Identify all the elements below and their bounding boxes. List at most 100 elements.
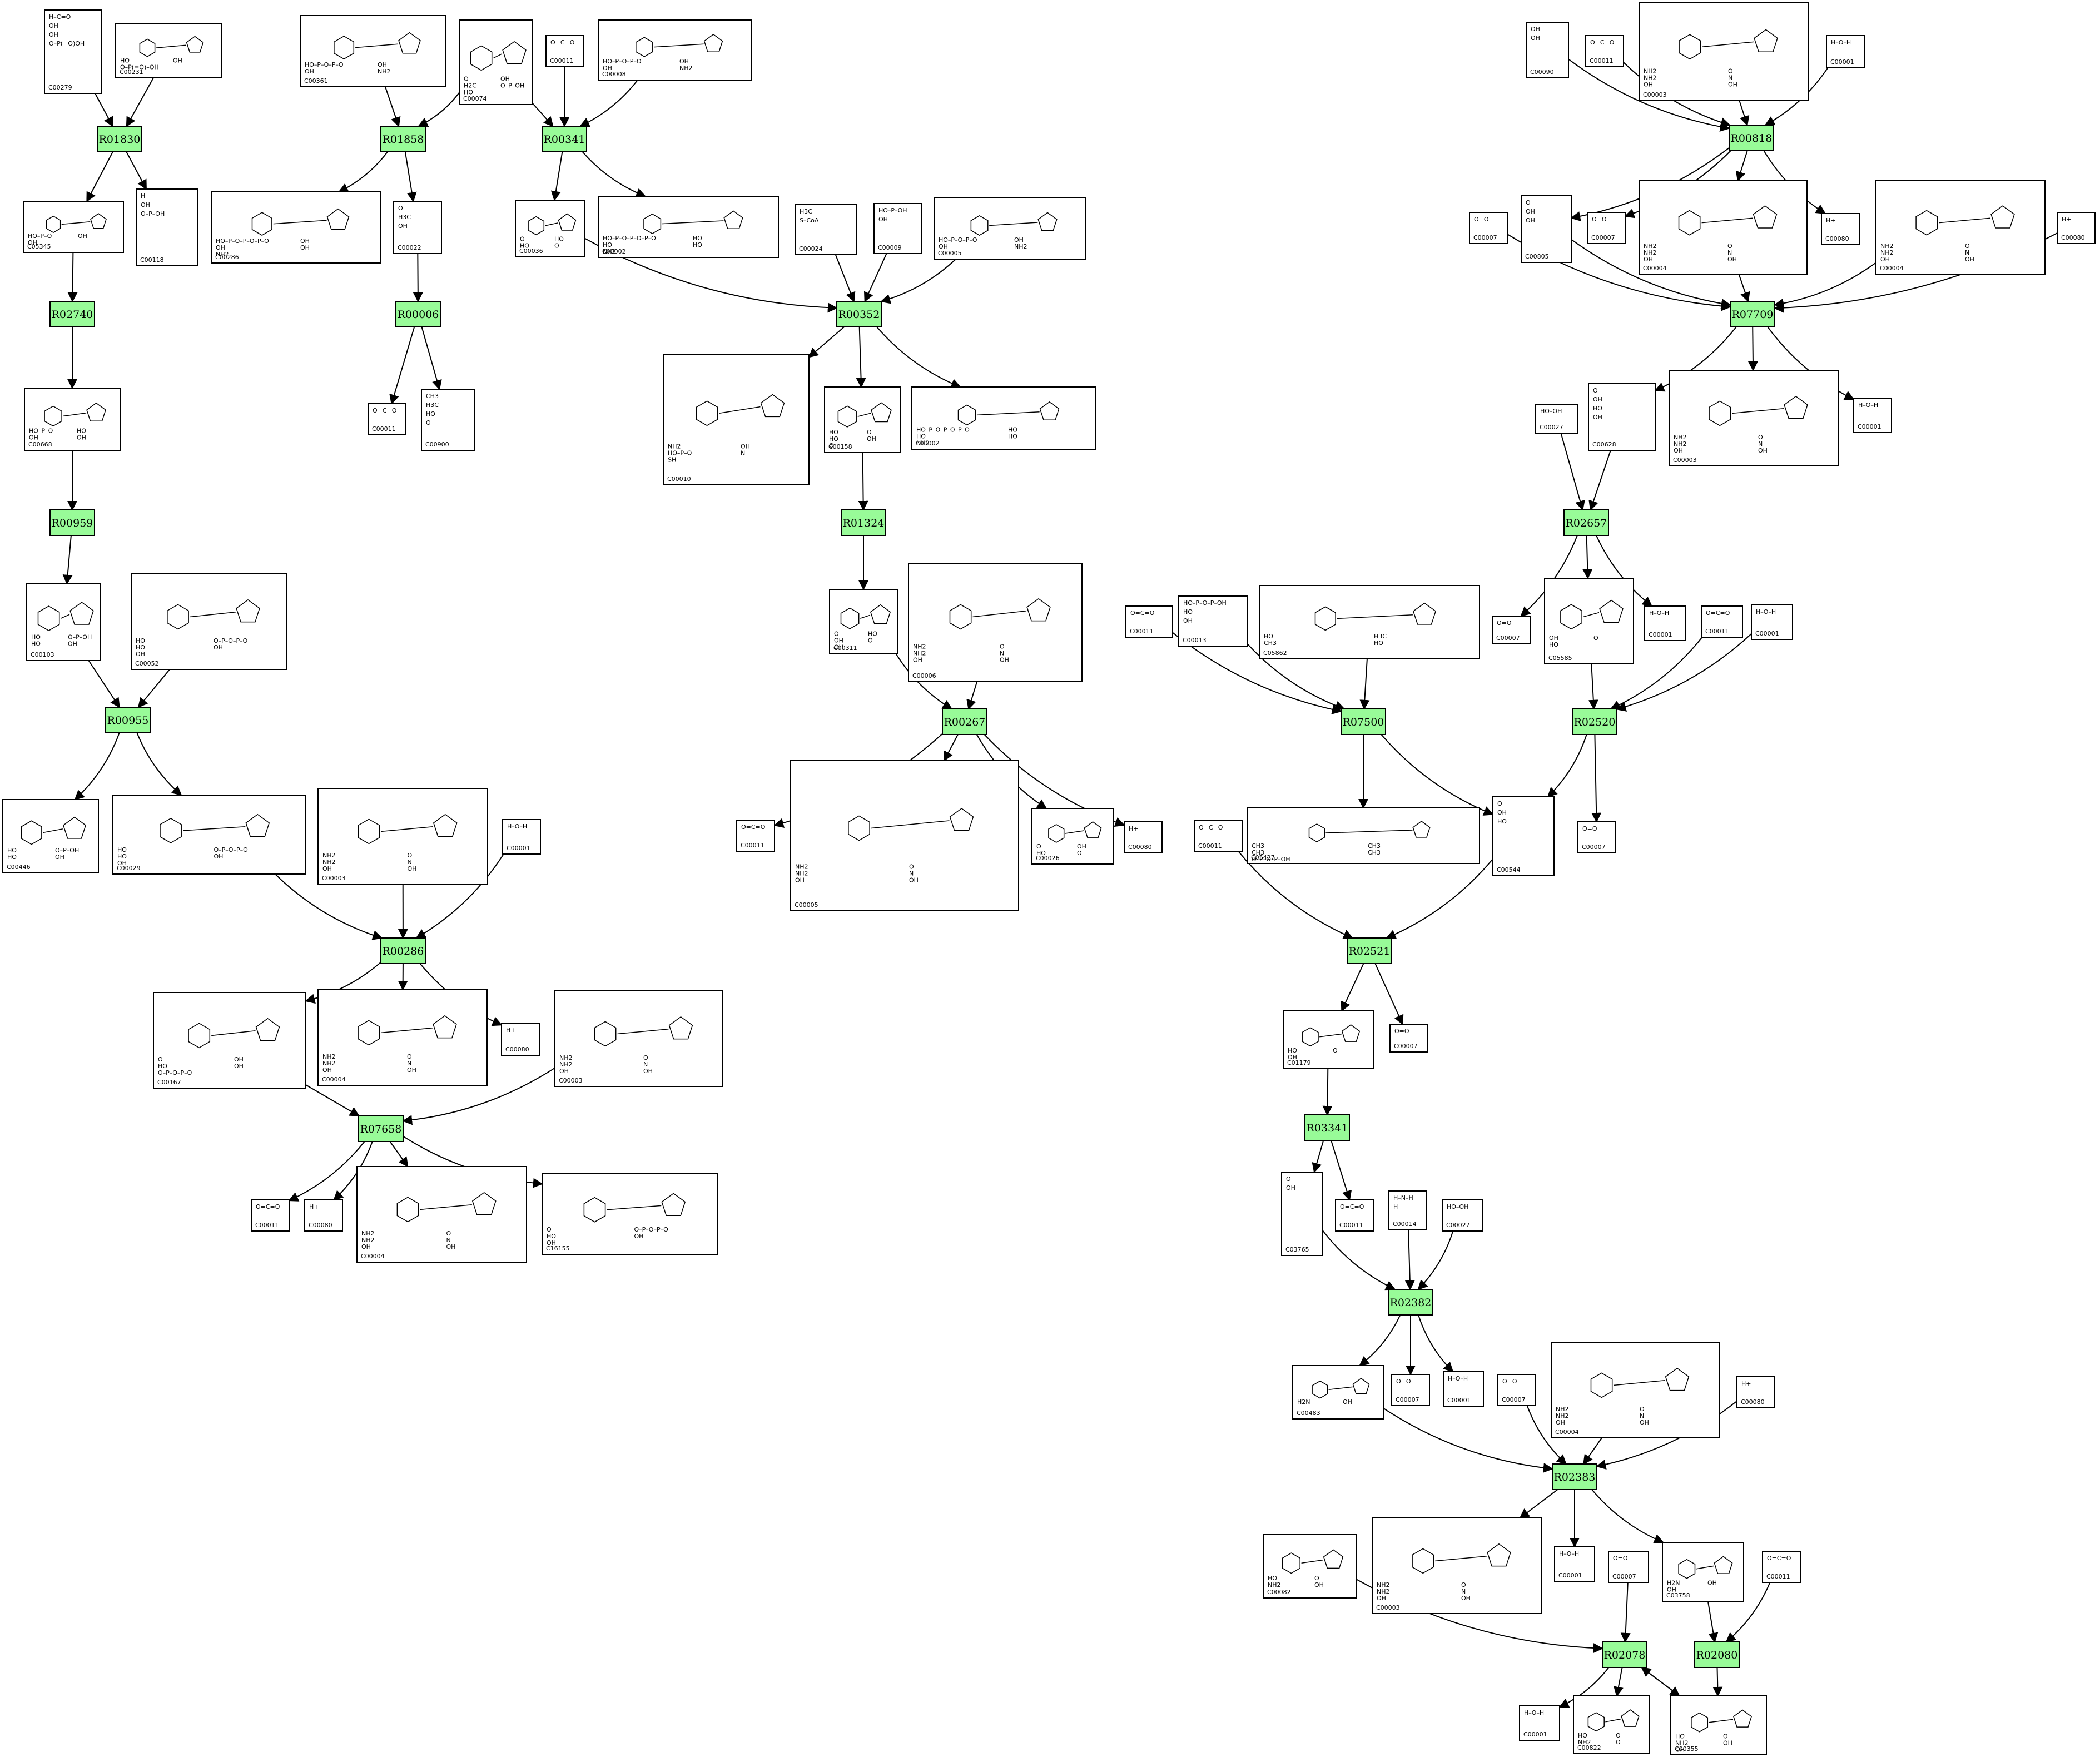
reaction-R02382[interactable]: R02382 xyxy=(1388,1289,1433,1316)
compound-c00080b[interactable]: H+C00080 xyxy=(304,1199,343,1232)
reaction-R02520[interactable]: R02520 xyxy=(1572,708,1617,735)
reaction-R07500[interactable]: R07500 xyxy=(1341,708,1386,735)
compound-c00080d[interactable]: H+C00080 xyxy=(1821,213,1860,245)
reaction-R00267[interactable]: R00267 xyxy=(942,708,987,735)
reaction-R02383[interactable]: R02383 xyxy=(1552,1463,1597,1490)
reaction-R00352[interactable]: R00352 xyxy=(836,301,882,327)
reaction-R00959[interactable]: R00959 xyxy=(49,509,95,536)
reaction-R01858[interactable]: R01858 xyxy=(380,126,426,152)
reaction-R02740[interactable]: R02740 xyxy=(49,301,95,327)
reaction-R02078[interactable]: R02078 xyxy=(1602,1641,1647,1668)
reaction-R01324[interactable]: R01324 xyxy=(841,509,886,536)
reaction-R00006[interactable]: R00006 xyxy=(395,301,441,327)
reaction-R00341[interactable]: R00341 xyxy=(542,126,587,152)
reaction-R02080[interactable]: R02080 xyxy=(1694,1641,1740,1668)
reaction-R00286[interactable]: R00286 xyxy=(380,937,426,964)
reaction-R03341[interactable]: R03341 xyxy=(1304,1114,1350,1141)
compound-c00080f[interactable]: H+C00080 xyxy=(1736,1376,1775,1408)
reaction-R07709[interactable]: R07709 xyxy=(1730,301,1775,327)
reaction-R02521[interactable]: R02521 xyxy=(1347,937,1392,964)
reaction-R01830[interactable]: R01830 xyxy=(97,126,142,152)
reaction-R00955[interactable]: R00955 xyxy=(105,707,151,733)
compound-c00080e[interactable]: H+C00080 xyxy=(2057,212,2096,244)
reaction-R00818[interactable]: R00818 xyxy=(1729,125,1774,151)
compound-c00080a[interactable]: H+C00080 xyxy=(501,1023,540,1056)
reaction-R02657[interactable]: R02657 xyxy=(1563,509,1609,536)
reaction-R07658[interactable]: R07658 xyxy=(358,1115,404,1142)
compound-c00080c[interactable]: H+C00080 xyxy=(1124,821,1163,853)
